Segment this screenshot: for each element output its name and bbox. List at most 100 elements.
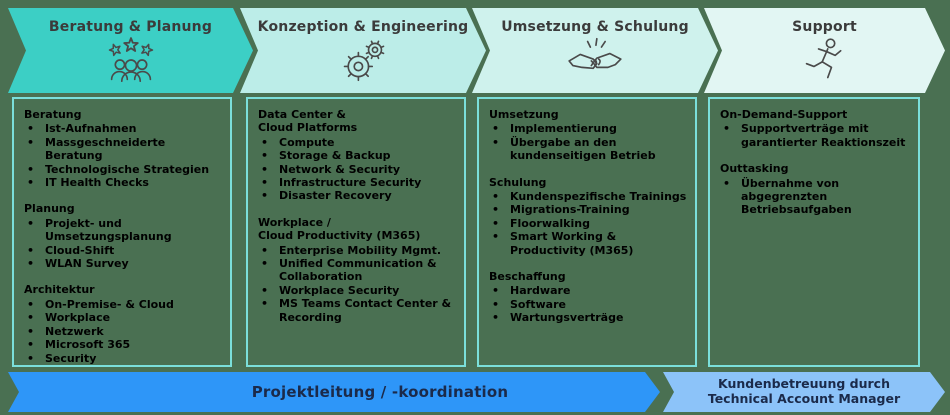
bullet-text: Supportverträge mit garan­tierter Reakti… bbox=[741, 122, 906, 149]
bullet-marker: • bbox=[492, 135, 500, 149]
bullet-item: • Ist-Aufnahmen bbox=[24, 122, 224, 135]
bullet-text: Übergabe an den kundenseitigen Betrieb bbox=[510, 135, 656, 163]
bullet-text: MS Teams Contact Center & Recording bbox=[279, 297, 452, 324]
phase-chevron-konzeption-engineering: Konzeption & Engineering bbox=[240, 8, 486, 93]
bullet-marker: • bbox=[261, 297, 269, 311]
project-lead-label: Projektleitung / -koordination bbox=[251, 383, 509, 401]
bullet-text: Technologische Strategien bbox=[45, 162, 210, 176]
bullet-text: Massgeschneiderte Beratung bbox=[45, 135, 166, 163]
phase-chevron-beratung-planung: Beratung & Planung bbox=[8, 8, 253, 93]
bullet-item: •Kundenspezifische Trainings bbox=[489, 190, 689, 203]
bullet-item: •Migrations-Training bbox=[489, 203, 689, 216]
runner-icon bbox=[799, 36, 851, 88]
bullet-item: •WLAN Survey bbox=[24, 257, 224, 270]
bullet-item: • Smart Working & Productivity (M365) bbox=[489, 230, 689, 257]
bullet-text: Cloud-Shift bbox=[45, 243, 115, 257]
bullet-text: Unified Communication & Collaboration bbox=[279, 257, 437, 284]
section-heading: Data Center & Cloud Platforms bbox=[258, 108, 358, 135]
phase-title: Umsetzung & Schulung bbox=[501, 19, 689, 35]
section-heading: On-Demand-Support bbox=[720, 108, 848, 121]
bullet-item: • Compute bbox=[258, 136, 458, 149]
bullet-item: • Technologische Strategien bbox=[24, 163, 224, 176]
bullet-marker: • bbox=[27, 338, 35, 352]
bullet-marker: • bbox=[723, 122, 731, 136]
section-heading: Outtasking bbox=[720, 162, 789, 176]
bullet-list: • Ist-Aufnahmen • Massgeschneiderte Beratun… bbox=[24, 122, 224, 189]
section-heading: Workplace / Cloud Productivity (M365) bbox=[258, 215, 421, 243]
section: On-Demand-Support• Supportverträge mit ga… bbox=[720, 108, 912, 149]
project-lead-arrow: Projektleitung / -koordination bbox=[8, 372, 660, 412]
content-box-konzeption-engineering: Data Center & Cloud Platforms•Compute•St… bbox=[246, 97, 466, 367]
bullet-marker: • bbox=[261, 162, 269, 176]
bullet-text: Network & Security bbox=[279, 162, 400, 176]
bullet-list: • Enterprise Mobility Mgmt.•Unified Commu… bbox=[258, 244, 458, 324]
section: Workplace / Cloud Productivity (M365) • En… bbox=[258, 216, 458, 324]
bullet-item: • Microsoft 365 bbox=[24, 338, 224, 351]
section-heading: Architektur bbox=[24, 283, 95, 297]
section-heading: Schulung bbox=[489, 175, 547, 189]
bullet-marker: • bbox=[27, 297, 35, 311]
bullet-marker: • bbox=[723, 176, 731, 190]
bullet-item: •Workplace Security bbox=[258, 284, 458, 297]
content-box-beratung-planung: Beratung•Ist-Aufnahmen•Massgeschneiderte… bbox=[12, 97, 232, 367]
bullet-text: Ist-Aufnahmen bbox=[45, 122, 137, 136]
bullet-text: IT Health Checks bbox=[45, 176, 149, 190]
account-manager-label: Kundenbetreuung durch Technical Account … bbox=[708, 377, 900, 407]
bullet-text: Implementierung bbox=[510, 122, 617, 136]
bullet-list: •On-Premise- & Cloud•Workplace•Netzwerk•… bbox=[24, 298, 224, 365]
bullet-list: • Supportverträge mit garan­tierter Reakt… bbox=[720, 122, 912, 149]
bullet-item: •Hardware bbox=[489, 284, 689, 297]
bullet-item: • Storage & Backup bbox=[258, 149, 458, 162]
section: Data Center & Cloud Platforms•Compute•St… bbox=[258, 108, 458, 203]
bullet-item: •On-Premise- & Cloud bbox=[24, 298, 224, 311]
bullet-list: •Implementierung•Übergabe an den kundens… bbox=[489, 122, 689, 162]
bullet-list: •Kundenspezifische Trainings•Migrations-… bbox=[489, 190, 689, 257]
section-heading: Beratung bbox=[24, 108, 82, 121]
bullet-item: • Supportverträge mit garan­tierter Reakt… bbox=[720, 122, 912, 149]
section-heading: Umsetzung bbox=[489, 108, 559, 121]
bullet-text: Microsoft 365 bbox=[45, 338, 131, 352]
section: Beschaffung•Hardware•Software•Wartungsve… bbox=[489, 270, 689, 325]
bullet-marker: • bbox=[492, 190, 500, 204]
bullet-item: •Unified Communication & Collaboration bbox=[258, 257, 458, 284]
bullet-text: Smart Working & Productivity (M365) bbox=[510, 230, 634, 257]
bullet-item: •Übernahme von abgegrenzten Betriebsaufg… bbox=[720, 177, 912, 217]
bullet-text: Compute bbox=[279, 135, 335, 149]
bullet-item: •Floorwalking bbox=[489, 217, 689, 230]
bullet-item: •Projekt- und Umsetzungsplanung bbox=[24, 217, 224, 244]
section-heading: Planung bbox=[24, 202, 75, 216]
bullet-marker: • bbox=[492, 297, 500, 311]
bullet-item: •Netzwerk bbox=[24, 325, 224, 338]
bullet-marker: • bbox=[27, 257, 35, 271]
handshake-icon bbox=[559, 36, 631, 88]
bullet-text: Security bbox=[45, 351, 97, 365]
bullet-marker: • bbox=[27, 216, 35, 230]
bullet-text: Enterprise Mobility Mgmt. bbox=[279, 243, 442, 257]
bullet-marker: • bbox=[261, 189, 269, 203]
section: Schulung•Kundenspezifische Trainings•Mig… bbox=[489, 176, 689, 257]
team-stars-icon bbox=[99, 36, 163, 88]
bullet-marker: • bbox=[492, 230, 500, 244]
content-box-umsetzung-schulung: Umsetzung • Implementierung • Übergabe an de… bbox=[477, 97, 697, 367]
bullet-text: Hardware bbox=[510, 284, 571, 298]
bullet-marker: • bbox=[261, 149, 269, 163]
bullet-marker: • bbox=[27, 122, 35, 136]
bullet-item: •Software bbox=[489, 298, 689, 311]
bullet-marker: • bbox=[261, 135, 269, 149]
section: Beratung•Ist-Aufnahmen•Massgeschneiderte… bbox=[24, 108, 224, 189]
bullet-text: Disaster Recovery bbox=[279, 189, 392, 203]
bullet-marker: • bbox=[261, 176, 269, 190]
bullet-marker: • bbox=[27, 162, 35, 176]
account-manager-line2: Technical Account Manager bbox=[707, 391, 901, 406]
bullet-text: Storage & Backup bbox=[279, 149, 391, 163]
bullet-marker: • bbox=[27, 243, 35, 257]
bullet-item: •Infrastructure Security bbox=[258, 176, 458, 189]
bullet-marker: • bbox=[27, 135, 35, 149]
bullet-text: Workplace Security bbox=[279, 283, 400, 297]
bullet-item: • Network & Security bbox=[258, 163, 458, 176]
phase-title: Beratung & Planung bbox=[48, 19, 213, 35]
bullet-list: •Projekt- und Umsetzungsplanung•Cloud-Sh… bbox=[24, 217, 224, 271]
bullet-list: •Übernahme von abgegrenzten Betriebsaufg… bbox=[720, 177, 912, 217]
phase-title: Konzeption & Engineering bbox=[257, 19, 469, 35]
